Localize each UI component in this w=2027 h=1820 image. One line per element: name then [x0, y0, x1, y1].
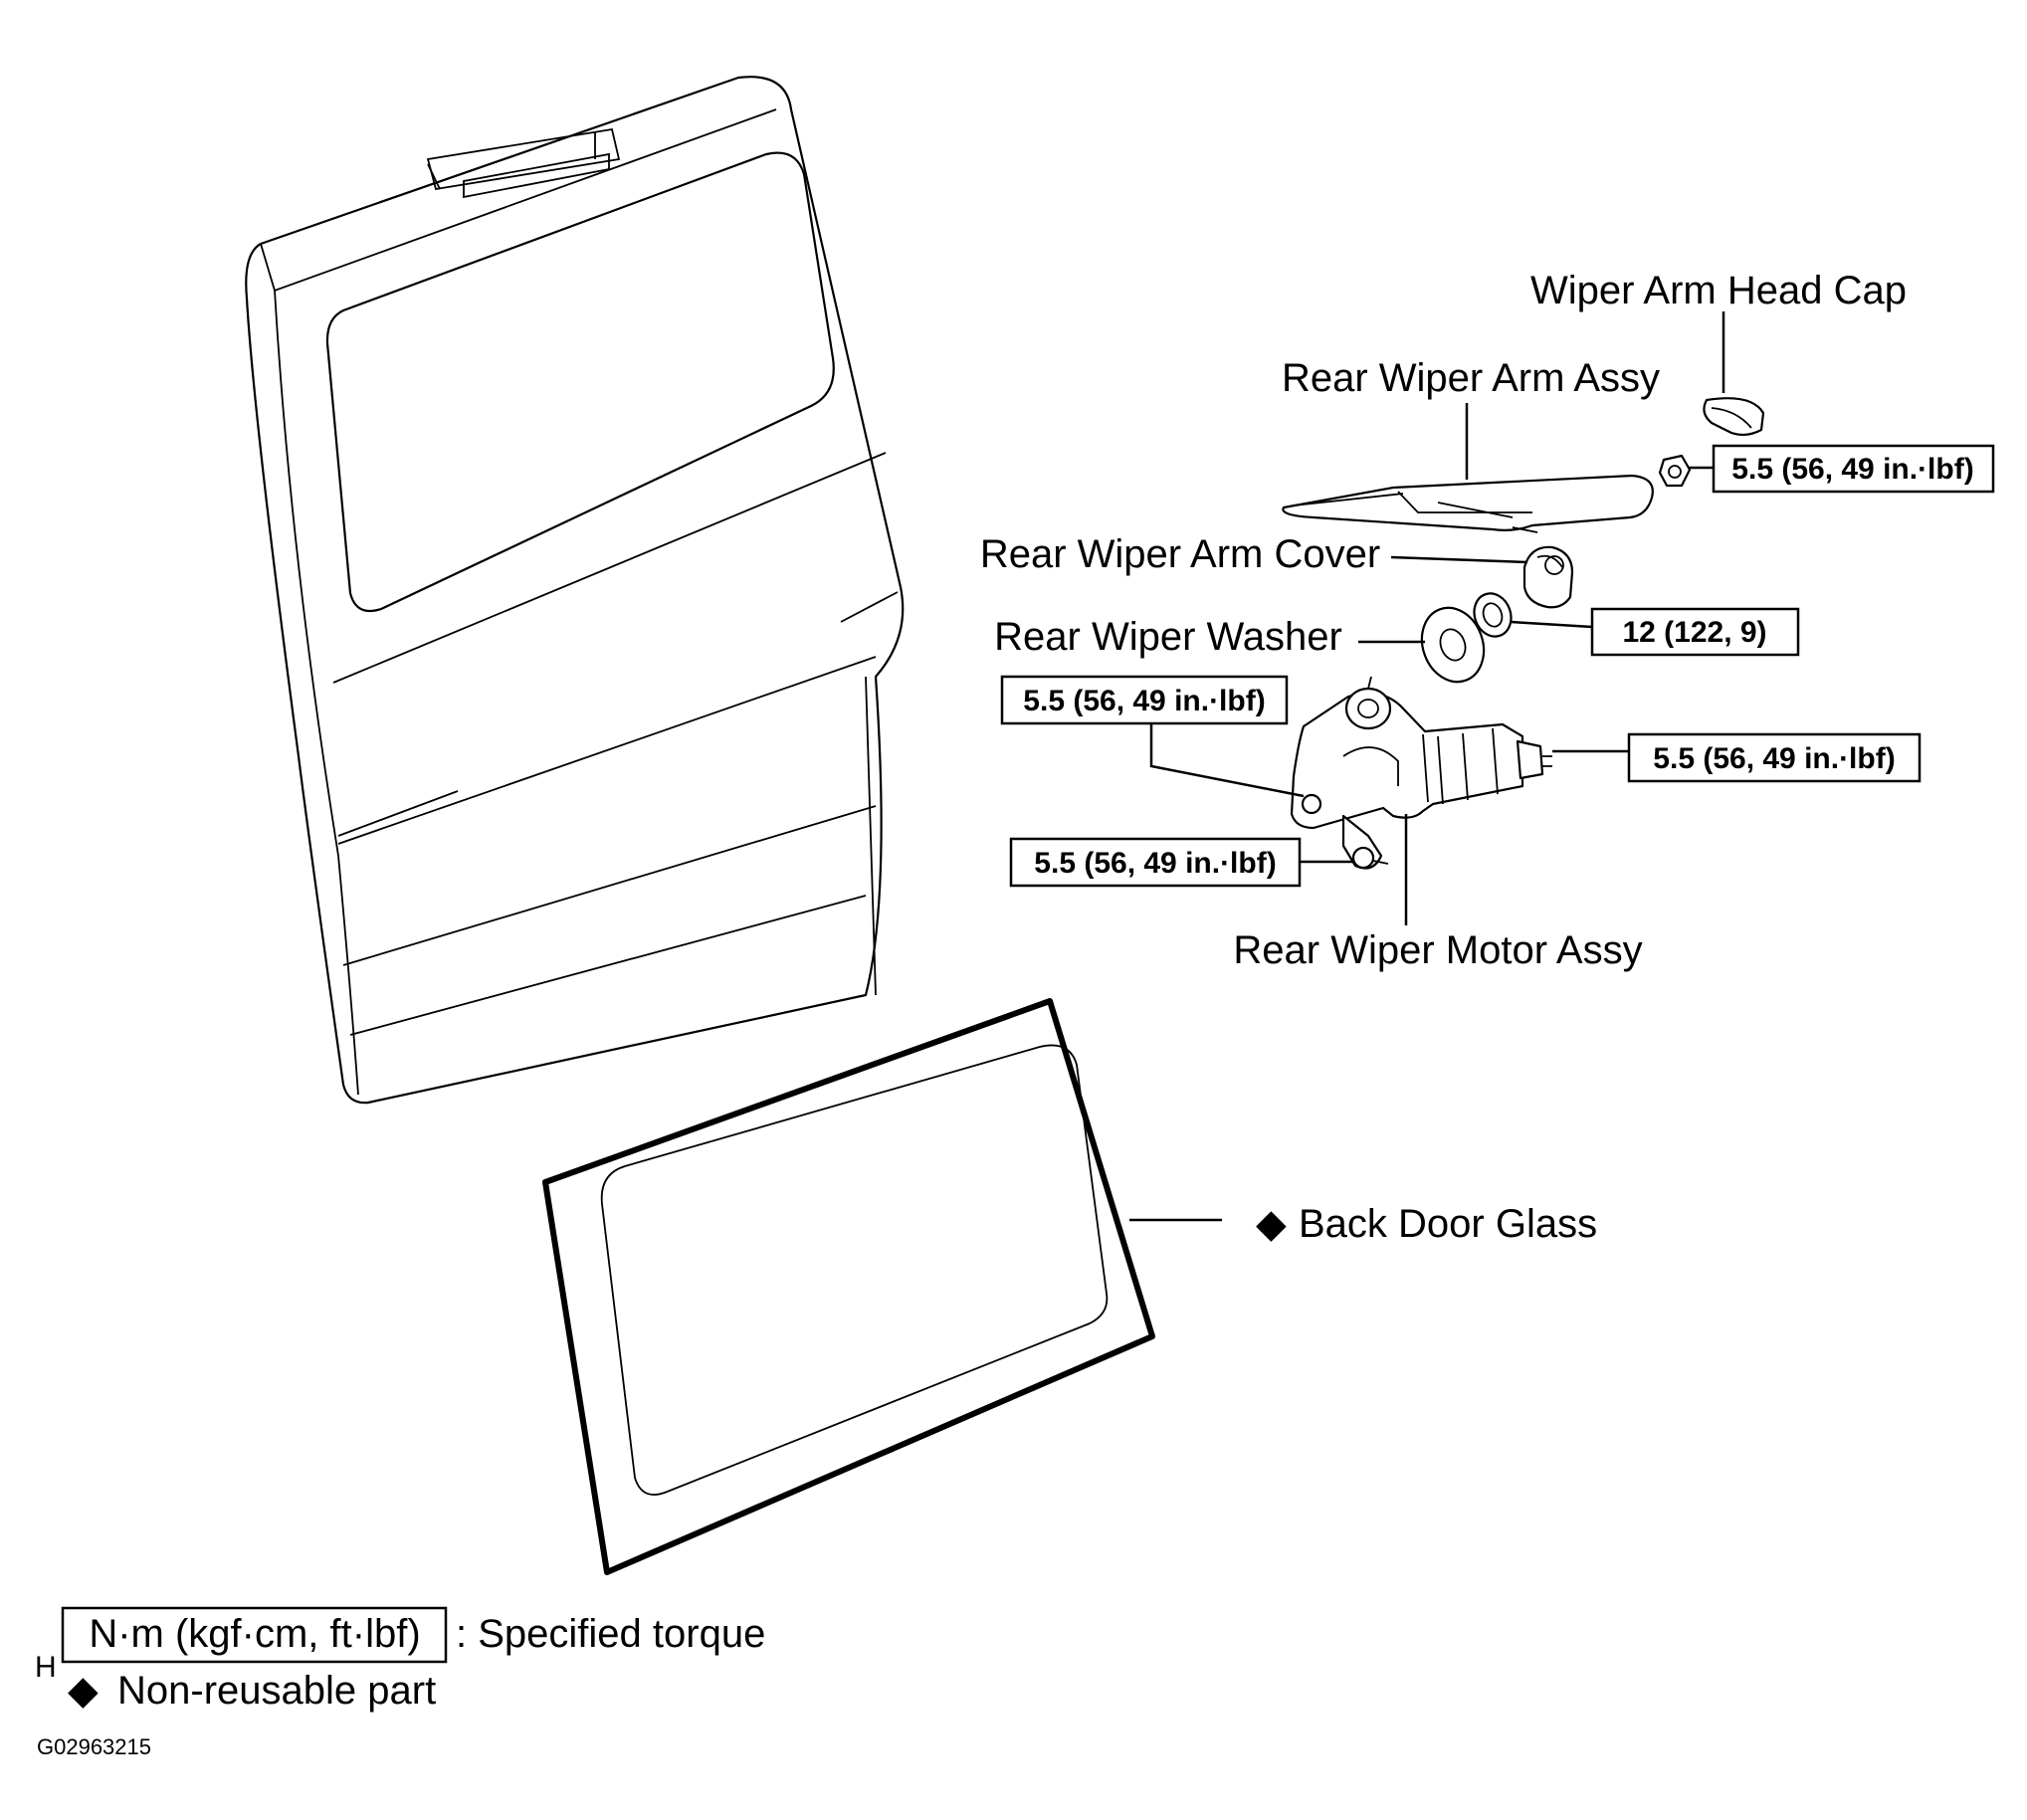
- pivot-nut-part: [1473, 592, 1513, 638]
- back-door-panel: [245, 76, 905, 1105]
- figure-code: G02963215: [37, 1734, 151, 1759]
- torque-box-pivot-nut: 12 (122, 9): [1590, 607, 1800, 657]
- leader-lines: [1129, 311, 1726, 1222]
- torque-value: 12 (122, 9): [1622, 616, 1766, 649]
- torque-value: 5.5 (56, 49 in.·lbf): [1023, 685, 1265, 717]
- leader-pivot-nut: [1510, 620, 1593, 629]
- rear-wiper-arm-part: [1282, 474, 1654, 533]
- arm-nut-part: [1658, 454, 1692, 488]
- legend-torque-box: [61, 1606, 448, 1664]
- legend: N·m (kgf·cm, ft·lbf) : Specified torque …: [35, 1606, 765, 1713]
- legend-torque-unit: N·m (kgf·cm, ft·lbf): [89, 1612, 420, 1656]
- torque-value: 5.5 (56, 49 in.·lbf): [1034, 847, 1276, 880]
- legend-non-reusable-desc: Non-reusable part: [117, 1669, 436, 1713]
- rear-wiper-arm-cover-part: [1522, 545, 1574, 609]
- label-rear-wiper-motor-assy: Rear Wiper Motor Assy: [1233, 928, 1642, 972]
- back-door-glass-part: [542, 998, 1155, 1575]
- label-rear-wiper-washer: Rear Wiper Washer: [994, 615, 1342, 659]
- label-rear-wiper-arm-cover: Rear Wiper Arm Cover: [980, 532, 1380, 576]
- leader-arm-cover: [1390, 555, 1528, 564]
- torque-box-arm-nut: 5.5 (56, 49 in.·lbf): [1712, 444, 1995, 494]
- wiper-arm-head-cap-part: [1703, 397, 1765, 437]
- legend-marker: H: [35, 1651, 57, 1684]
- legend-non-reusable-symbol: ◆: [68, 1669, 99, 1713]
- torque-box-bolt-lower-left: 5.5 (56, 49 in.·lbf): [1009, 837, 1302, 888]
- torque-box-bolt-upper-left: 5.5 (56, 49 in.·lbf): [1000, 675, 1289, 725]
- torque-value: 5.5 (56, 49 in.·lbf): [1653, 742, 1895, 775]
- torque-value: 5.5 (56, 49 in.·lbf): [1731, 453, 1973, 486]
- leader-bolt-ul: [1149, 723, 1305, 798]
- non-reusable-mark: ◆: [1256, 1202, 1287, 1246]
- legend-torque-desc: : Specified torque: [456, 1612, 765, 1656]
- label-rear-wiper-arm-assy: Rear Wiper Arm Assy: [1282, 356, 1660, 400]
- label-wiper-arm-head-cap: Wiper Arm Head Cap: [1530, 269, 1907, 312]
- rear-wiper-motor-part: [1290, 676, 1552, 870]
- label-back-door-glass: Back Door Glass: [1299, 1202, 1597, 1246]
- torque-box-bolt-right: 5.5 (56, 49 in.·lbf): [1627, 732, 1922, 783]
- rear-wiper-washer-part: [1420, 606, 1486, 684]
